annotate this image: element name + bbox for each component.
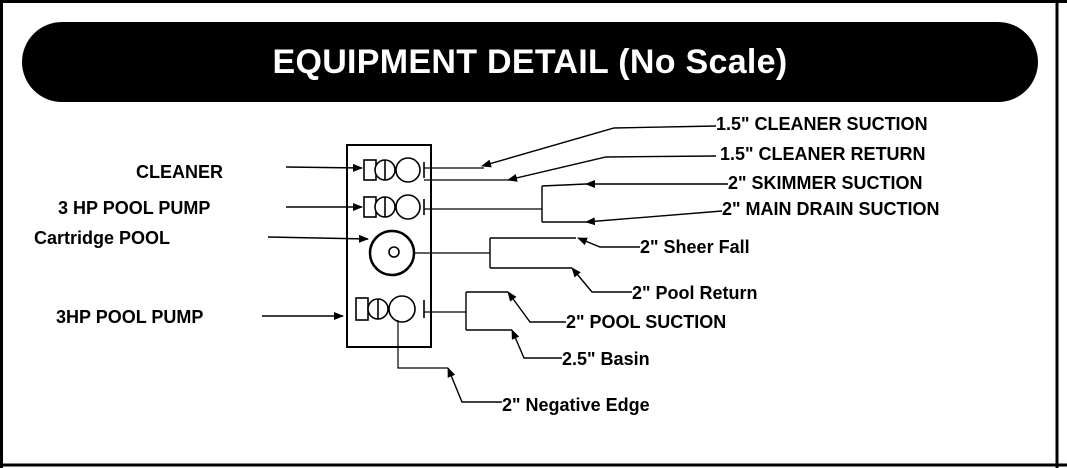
leader-basin [511,329,562,359]
pool-pump-icon [363,194,425,220]
label-3hp-pool-pump: 3 HP POOL PUMP [58,198,211,218]
label-sheer-fall: 2" Sheer Fall [640,237,750,257]
label-cleaner-return: 1.5" CLEANER RETURN [720,144,926,164]
label-cartridge-pool: Cartridge POOL [34,228,171,248]
leader-cleaner-return [507,155,717,182]
label-skimmer-suction: 2" SKIMMER SUCTION [728,173,923,193]
title-banner: EQUIPMENT DETAIL (No Scale) [22,22,1038,102]
label-basin: 2.5" Basin [562,349,650,369]
equipment-pad [346,144,432,348]
label-negative-edge: 2" Negative Edge [502,395,650,415]
cleaner-pump-icon [363,157,425,183]
leader-cleaner-suction [481,125,717,168]
label-pool-return: 2" Pool Return [632,283,758,303]
leader-negative-edge [447,367,502,403]
page-title: EQUIPMENT DETAIL (No Scale) [272,42,788,81]
leader-pool-return [571,267,632,293]
leader-sheer-fall [577,237,640,248]
pipe-negative-edge [397,320,448,369]
leader-pool-suction [507,291,566,323]
arrow-cartridge [267,234,369,243]
label-pool-suction: 2" POOL SUCTION [566,312,727,332]
bracket-skimmer [541,183,587,187]
label-cleaner-suction: 1.5" CLEANER SUCTION [716,114,928,134]
label-3hp-pool-pump-lower: 3HP POOL PUMP [56,307,204,327]
label-main-drain-suction: 2" MAIN DRAIN SUCTION [722,199,940,219]
leader-main-drain-suction [585,210,723,226]
lower-pool-pump-icon [355,295,425,323]
label-cleaner: CLEANER [136,162,224,182]
cartridge-filter-icon [368,229,416,277]
arrow-cleaner [285,163,363,172]
